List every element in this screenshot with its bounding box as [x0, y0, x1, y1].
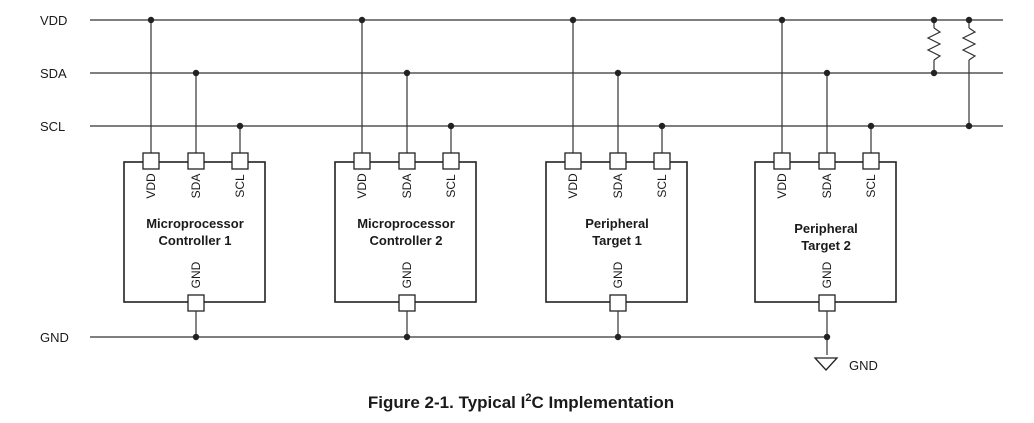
caption-prefix: Figure 2-1. Typical I [368, 393, 525, 412]
device-controller-1: VDD SDA SCL Microprocessor Controller 1 … [123, 16, 266, 341]
scl-pin [231, 152, 249, 170]
device-target-2: VDD SDA SCL Peripheral Target 2 GND [754, 16, 897, 355]
device-name-line2: Controller 2 [370, 233, 443, 248]
gnd-pin [609, 294, 627, 312]
vdd-pin-label: VDD [775, 173, 789, 199]
device-box [123, 161, 266, 303]
gnd-bus-label: GND [40, 330, 69, 345]
caption-suffix: C Implementation [531, 393, 674, 412]
vdd-pin [773, 152, 791, 170]
device-name-line1: Peripheral [794, 221, 858, 236]
scl-pin-label: SCL [655, 174, 669, 198]
vdd-pin-label: VDD [566, 173, 580, 199]
gnd-pin [818, 294, 836, 312]
caption-superscript: 2 [525, 392, 531, 404]
device-name-line1: Microprocessor [357, 216, 455, 231]
ground-symbol [813, 357, 839, 371]
vdd-pin [353, 152, 371, 170]
sda-pin-label: SDA [400, 174, 414, 199]
sda-bus-label: SDA [40, 66, 67, 81]
device-name-line1: Peripheral [585, 216, 649, 231]
sda-pin [398, 152, 416, 170]
sda-pin [818, 152, 836, 170]
vdd-bus-label: VDD [40, 13, 67, 28]
figure-caption: Figure 2-1. Typical I2C Implementation [368, 392, 674, 412]
vdd-pin [564, 152, 582, 170]
scl-pin-label: SCL [233, 174, 247, 198]
gnd-pin-label: GND [611, 261, 625, 288]
gnd-pin [187, 294, 205, 312]
sda-pullup-resistor [926, 16, 942, 77]
ground-symbol-label: GND [849, 358, 878, 373]
scl-pin-label: SCL [864, 174, 878, 198]
scl-bus-label: SCL [40, 119, 65, 134]
gnd-pin-label: GND [820, 261, 834, 288]
device-box [754, 161, 897, 303]
device-name-line2: Target 1 [592, 233, 642, 248]
scl-pullup-resistor [961, 16, 977, 130]
device-name-line2: Controller 1 [159, 233, 232, 248]
gnd-pin [398, 294, 416, 312]
device-target-1: VDD SDA SCL Peripheral Target 1 GND [545, 16, 688, 341]
scl-pin [442, 152, 460, 170]
gnd-pin-label: GND [400, 261, 414, 288]
vdd-pin-label: VDD [144, 173, 158, 199]
scl-pin-label: SCL [444, 174, 458, 198]
device-controller-2: VDD SDA SCL Microprocessor Controller 2 … [334, 16, 477, 341]
scl-pin [653, 152, 671, 170]
scl-pin [862, 152, 880, 170]
device-box [545, 161, 688, 303]
vdd-pin [142, 152, 160, 170]
sda-pin-label: SDA [820, 174, 834, 199]
sda-pin [187, 152, 205, 170]
device-name-line1: Microprocessor [146, 216, 244, 231]
gnd-pin-label: GND [189, 261, 203, 288]
device-name-line2: Target 2 [801, 238, 851, 253]
sda-pin-label: SDA [189, 174, 203, 199]
vdd-pin-label: VDD [355, 173, 369, 199]
sda-pin [609, 152, 627, 170]
sda-pin-label: SDA [611, 174, 625, 199]
